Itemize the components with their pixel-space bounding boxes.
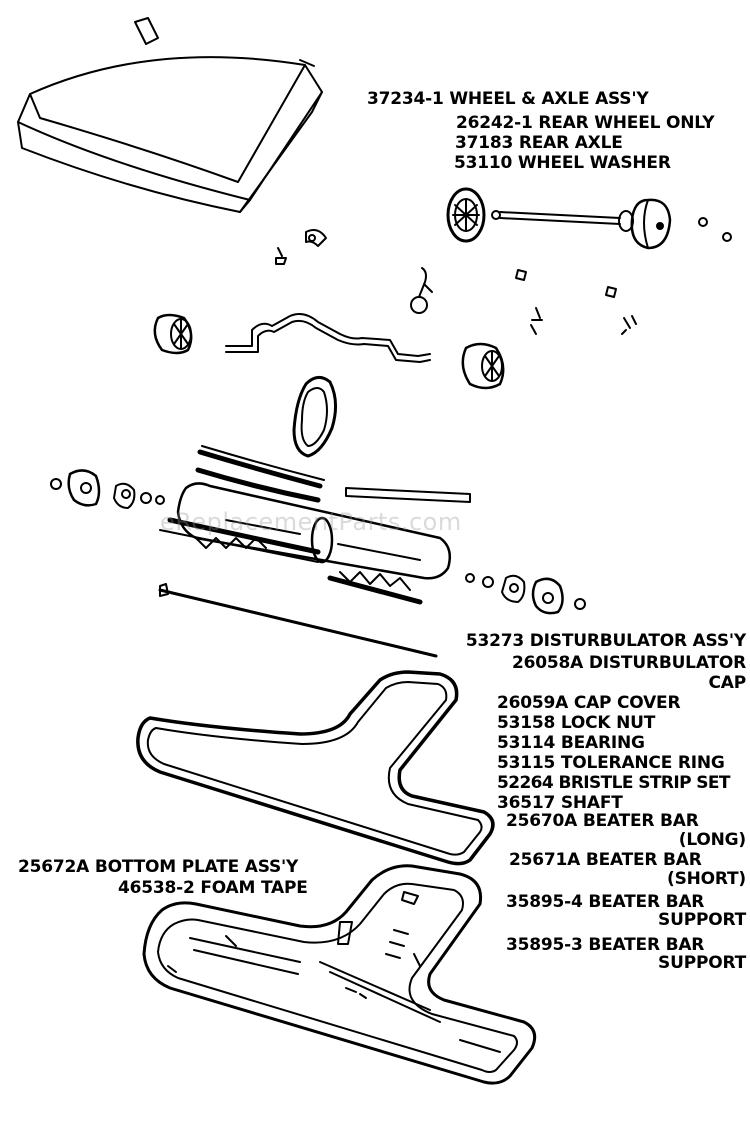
- label-beater-bar-support-3-cont: SUPPORT: [658, 953, 746, 973]
- label-bearing: 53114 BEARING: [497, 733, 645, 753]
- drive-belt-part: [294, 377, 336, 456]
- label-beater-bar-support-4-cont: SUPPORT: [658, 910, 746, 930]
- label-shaft: 36517 SHAFT: [497, 793, 623, 813]
- bumper-hardware-part: [276, 230, 326, 264]
- label-foam-tape: 46538-2 FOAM TAPE: [118, 878, 308, 898]
- label-cap-cover: 26059A CAP COVER: [497, 693, 681, 713]
- label-beater-bar-long: 25670A BEATER BAR: [506, 811, 699, 831]
- screws-part: [516, 270, 636, 334]
- label-wheel-washer: 53110 WHEEL WASHER: [454, 153, 671, 173]
- label-beater-bar-support-3: 35895-3 BEATER BAR: [506, 935, 705, 955]
- left-end-caps-part: [51, 470, 164, 508]
- label-lock-nut: 53158 LOCK NUT: [497, 713, 656, 733]
- label-bottom-plate-assy: 25672A BOTTOM PLATE ASS'Y: [18, 857, 299, 877]
- brush-roll-assembly-part: [160, 446, 470, 656]
- label-disturbulator-assy: 53273 DISTURBULATOR ASS'Y: [465, 631, 746, 651]
- label-bristle-strip-set: 52264 BRISTLE STRIP SET: [497, 773, 731, 793]
- label-rear-wheel-only: 26242-1 REAR WHEEL ONLY: [456, 113, 715, 133]
- bumper-part: [18, 18, 322, 212]
- label-beater-bar-support-4: 35895-4 BEATER BAR: [506, 892, 705, 912]
- label-wheel-axle-assy: 37234-1 WHEEL & AXLE ASS'Y: [367, 89, 649, 109]
- label-tolerance-ring: 53115 TOLERANCE RING: [497, 753, 725, 773]
- bottom-plate-part: [144, 866, 535, 1083]
- foam-tape-part: [138, 672, 493, 864]
- label-rear-axle: 37183 REAR AXLE: [455, 133, 623, 153]
- wheel-axle-assembly-part: [448, 189, 731, 248]
- label-beater-bar-short-cont: (SHORT): [667, 869, 746, 889]
- right-end-caps-part: [466, 574, 585, 613]
- spring-clip-part: [411, 268, 432, 313]
- label-disturbulator-cap: 26058A DISTURBULATOR: [512, 653, 746, 673]
- label-disturbulator-cap-cont: CAP: [708, 673, 747, 693]
- label-beater-bar-short: 25671A BEATER BAR: [509, 850, 702, 870]
- watermark-text: eReplacementParts.com: [160, 508, 462, 536]
- front-wheels-axle-part: [155, 314, 503, 388]
- label-beater-bar-long-cont: (LONG): [678, 830, 746, 850]
